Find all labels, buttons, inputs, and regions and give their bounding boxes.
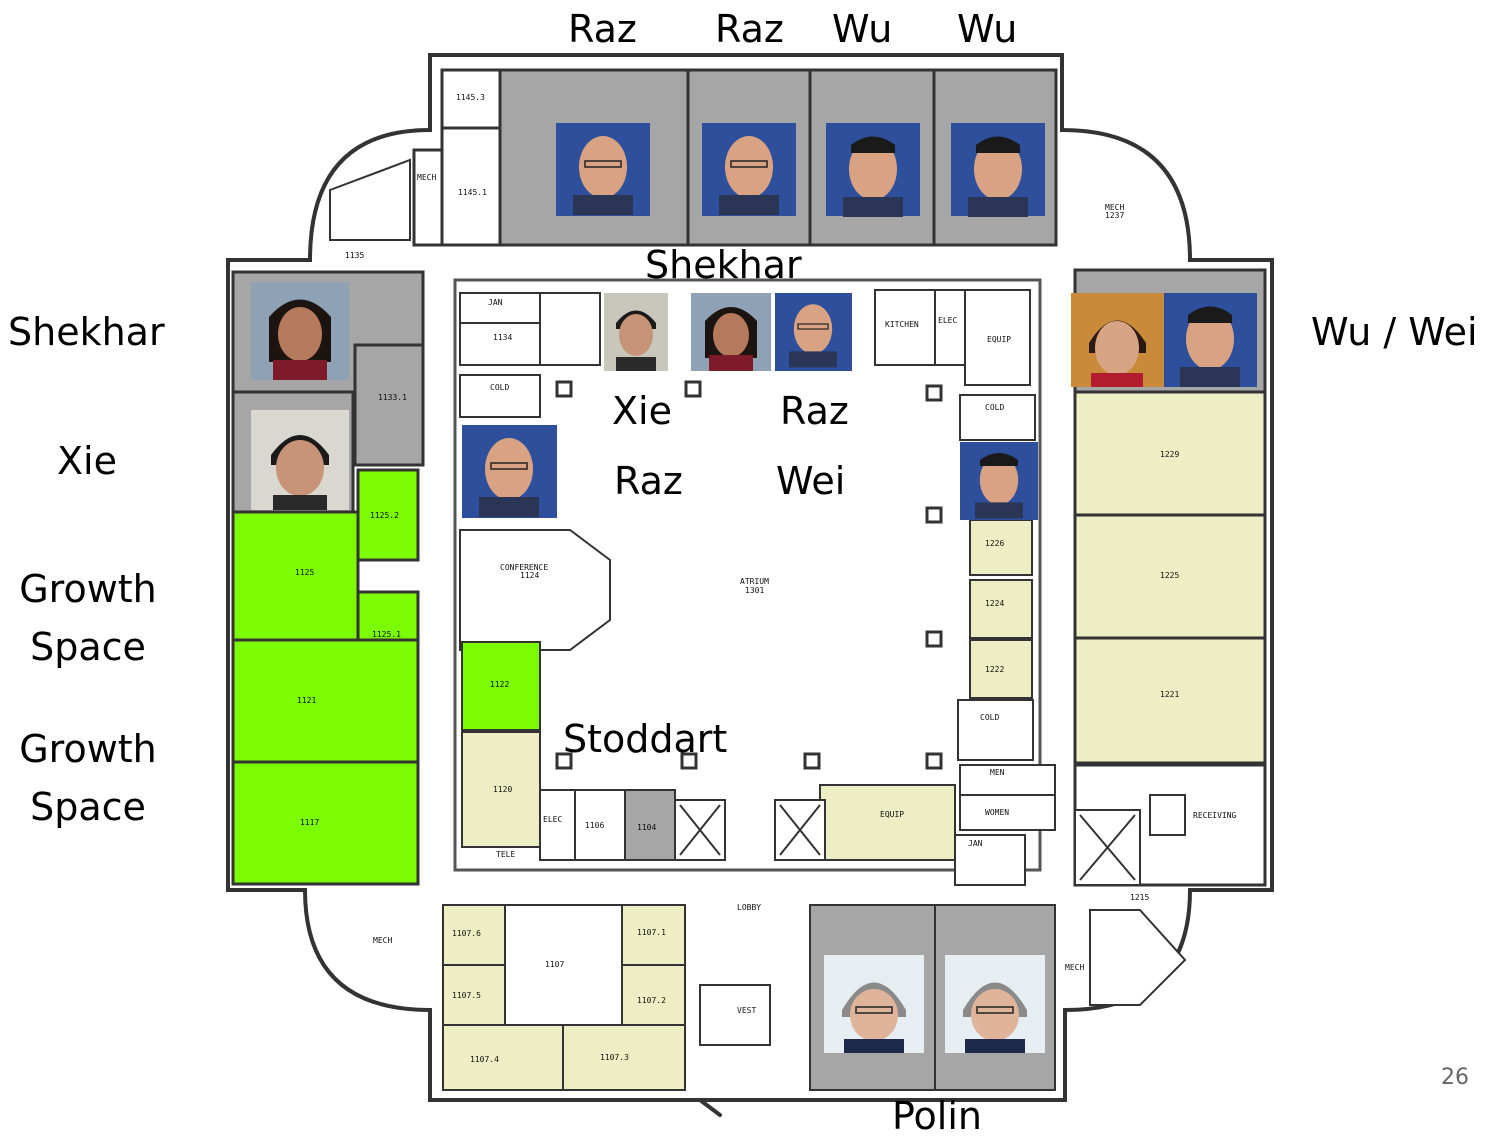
shekhar-photo [691,293,771,371]
svg-text:1229: 1229 [1160,450,1179,459]
label-xie-left: Xie [57,439,117,483]
svg-text:1107.3: 1107.3 [600,1053,629,1062]
svg-text:RECEIVING: RECEIVING [1193,811,1237,820]
svg-text:1145.3: 1145.3 [456,93,485,102]
label-xie: Xie [612,389,672,433]
raz-photo [702,123,796,216]
svg-text:MECH: MECH [1105,203,1124,212]
xie-photo [251,410,349,510]
svg-text:KITCHEN: KITCHEN [885,320,919,329]
svg-text:1133.1: 1133.1 [378,393,407,402]
svg-text:1134: 1134 [493,333,512,342]
label-polin: Polin [892,1094,983,1138]
svg-text:TELE: TELE [496,850,515,859]
svg-text:JAN: JAN [968,839,983,848]
svg-text:1301: 1301 [745,586,764,595]
page-number: 26 [1441,1065,1469,1090]
svg-text:1107.5: 1107.5 [452,991,481,1000]
svg-text:1237: 1237 [1105,211,1124,220]
label-raz-a: Raz [780,389,849,433]
svg-text:ATRIUM: ATRIUM [740,577,769,586]
svg-text:1117: 1117 [300,818,319,827]
label-growth-space-2: Growth Space [19,727,157,829]
svg-text:1107.1: 1107.1 [637,928,666,937]
raz-photo [775,293,852,371]
svg-text:JAN: JAN [488,298,503,307]
wu-photo [1164,293,1257,387]
shekhar-photo [251,282,349,380]
svg-text:VEST: VEST [737,1006,756,1015]
svg-text:1121: 1121 [297,696,316,705]
wu-photo [826,123,920,217]
svg-text:1106: 1106 [585,821,604,830]
polin-photo [945,955,1045,1053]
svg-text:1125.1: 1125.1 [372,630,401,639]
svg-text:1145.1: 1145.1 [458,188,487,197]
svg-text:1107.6: 1107.6 [452,929,481,938]
label-stoddart: Stoddart [563,717,728,761]
wu-photo [951,123,1045,217]
svg-text:ELEC: ELEC [938,316,957,325]
svg-text:MECH: MECH [1065,963,1084,972]
svg-text:COLD: COLD [490,383,509,392]
wei-photo [1071,293,1164,387]
svg-text:ELEC: ELEC [543,815,562,824]
label-wei: Wei [776,459,846,503]
svg-text:COLD: COLD [980,713,999,722]
atrium-walls [453,278,1042,872]
svg-text:1125.2: 1125.2 [370,511,399,520]
top-label-wu-2: Wu [957,7,1018,51]
svg-text:1222: 1222 [985,665,1004,674]
svg-text:EQUIP: EQUIP [987,335,1011,344]
svg-text:1107.4: 1107.4 [470,1055,499,1064]
svg-text:1122: 1122 [490,680,509,689]
label-wu-wei: Wu / Wei [1311,310,1478,354]
top-label-wu-1: Wu [832,7,893,51]
svg-text:1226: 1226 [985,539,1004,548]
label-raz-b: Raz [614,459,683,503]
svg-text:1135: 1135 [345,251,364,260]
svg-text:EQUIP: EQUIP [880,810,904,819]
svg-text:MECH: MECH [373,936,392,945]
corner-details [329,158,1187,1006]
svg-text:CONFERENCE: CONFERENCE [500,563,548,572]
svg-text:1124: 1124 [520,571,539,580]
raz-photo [462,425,557,518]
inner-bottom-rooms [539,784,956,861]
svg-text:1224: 1224 [985,599,1004,608]
outer-walls [226,53,1274,1117]
label-growth-space-1: Growth Space [19,567,157,669]
polin-photo [824,955,924,1053]
inner-side-rooms [459,519,1056,886]
xie-photo [604,293,668,371]
svg-text:MECH: MECH [417,173,436,182]
svg-text:MEN: MEN [990,768,1005,777]
svg-text:COLD: COLD [985,403,1004,412]
inner-top-rooms [459,289,1036,441]
svg-text:WOMEN: WOMEN [985,808,1009,817]
top-label-raz-2: Raz [715,7,784,51]
room-labels: 1145.3 1145.1 MECH 1135 MECH 1237 JAN 11… [295,93,1237,1064]
svg-text:1107: 1107 [545,960,564,969]
svg-text:1221: 1221 [1160,690,1179,699]
svg-text:1215: 1215 [1130,893,1149,902]
svg-text:1225: 1225 [1160,571,1179,580]
pillars [555,380,943,770]
top-label-raz-1: Raz [568,7,637,51]
raz-photo [556,123,650,216]
wei-photo [960,442,1038,520]
svg-text:1120: 1120 [493,785,512,794]
svg-text:1107.2: 1107.2 [637,996,666,1005]
svg-text:1104: 1104 [637,823,656,832]
svg-text:1125: 1125 [295,568,314,577]
svg-text:LOBBY: LOBBY [737,903,761,912]
label-shekhar-left: Shekhar [8,310,165,354]
label-shekhar-top: Shekhar [645,243,802,287]
